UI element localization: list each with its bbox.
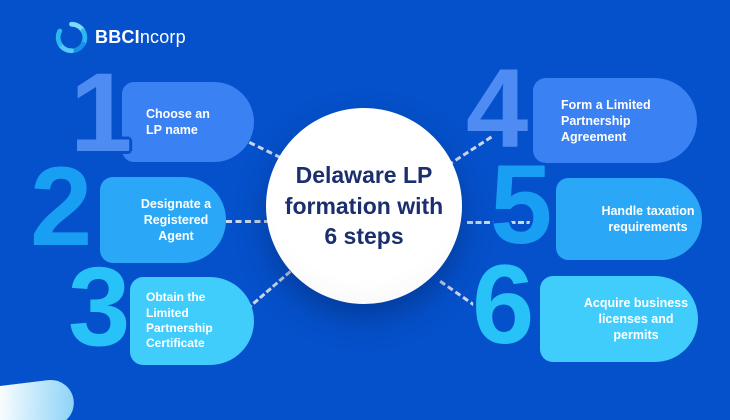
step-5-pill: Handle taxation requirements: [556, 178, 702, 260]
connector-step3: [246, 264, 298, 311]
brand-logo: BBCIncorp: [55, 21, 186, 54]
connector-step2: [226, 220, 270, 223]
step-4-number: 4: [466, 46, 529, 171]
step-3-number: 3: [68, 244, 131, 369]
step-1-pill: Choose an LP name: [122, 82, 254, 162]
center-circle: Delaware LP formation with 6 steps: [266, 108, 462, 304]
infographic-title: Delaware LP formation with 6 steps: [284, 162, 444, 250]
step-2-number: 2: [30, 144, 93, 269]
brand-name-regular: ncorp: [139, 27, 186, 47]
step-5-number: 5: [490, 142, 553, 267]
connector-step5: [467, 221, 541, 224]
step-3-pill: Obtain the Limited Partnership Certifica…: [130, 277, 254, 365]
brand-name: BBCIncorp: [95, 27, 186, 48]
step-1-number: 1: [70, 50, 133, 175]
corner-decoration: [0, 377, 77, 420]
step-2-pill: Designate a Registered Agent: [100, 177, 226, 263]
step-6-number: 6: [472, 242, 535, 367]
step-4-pill: Form a Limited Partnership Agreement: [533, 78, 697, 163]
step-6-pill: Acquire business licenses and permits: [540, 276, 698, 362]
swirl-logo-icon: [55, 21, 88, 54]
brand-name-bold: BBCI: [95, 27, 140, 47]
